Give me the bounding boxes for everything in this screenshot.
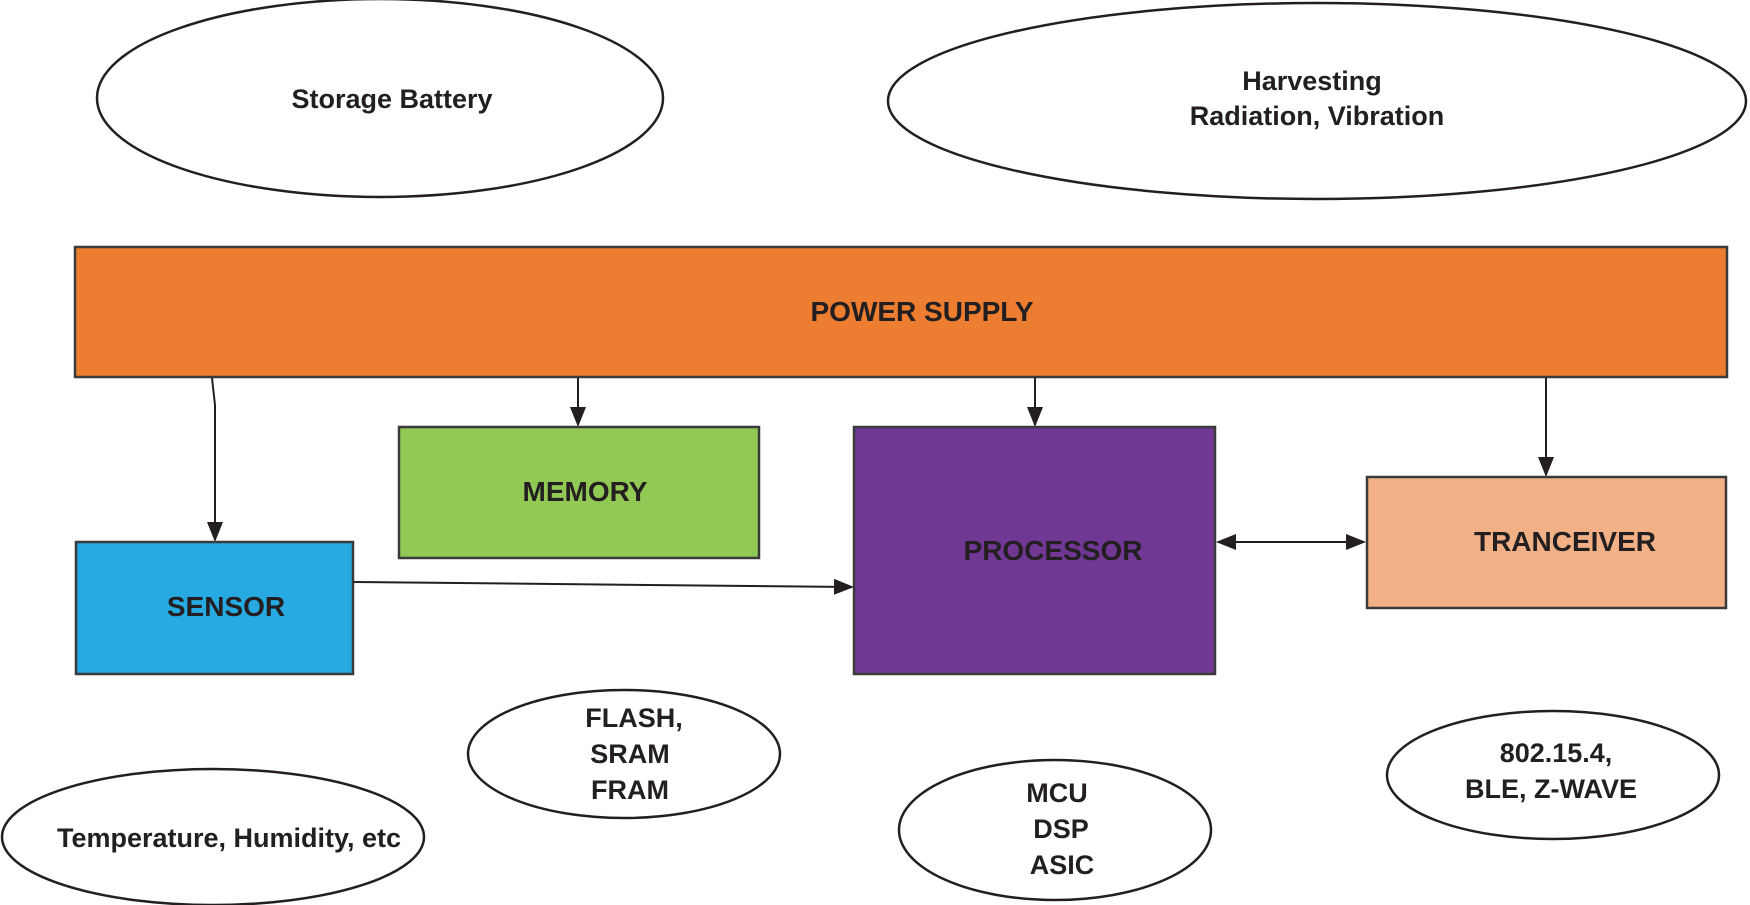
storage-battery-label: Storage Battery	[291, 84, 492, 114]
power-supply-label: POWER SUPPLY	[810, 296, 1033, 327]
transceiver-label: TRANCEIVER	[1474, 526, 1656, 557]
processor-types-ellipse: MCU DSP ASIC	[897, 758, 1213, 902]
radio-standard-802154: 802.15.4,	[1500, 738, 1613, 768]
processor-type-mcu: MCU	[1026, 778, 1088, 808]
radio-standards-ellipse: 802.15.4, BLE, Z-WAVE	[1385, 709, 1721, 841]
sensor-label: SENSOR	[167, 591, 285, 622]
memory-type-fram: FRAM	[591, 775, 669, 805]
harvesting-ellipse: Harvesting Radiation, Vibration	[886, 1, 1748, 201]
processor-type-asic: ASIC	[1030, 850, 1095, 880]
memory-label: MEMORY	[523, 476, 648, 507]
memory-type-flash: FLASH,	[585, 703, 683, 733]
power-to-sensor-arrow	[207, 377, 223, 542]
memory-type-sram: SRAM	[590, 739, 670, 769]
processor-block: PROCESSOR	[852, 425, 1217, 676]
memory-block: MEMORY	[397, 425, 761, 560]
sensor-types-label: Temperature, Humidity, etc	[57, 823, 401, 853]
harvesting-label-line2: Radiation, Vibration	[1190, 101, 1445, 131]
sensor-block: SENSOR	[74, 540, 355, 676]
sensor-to-processor-arrow	[353, 578, 854, 595]
harvesting-label-line1: Harvesting	[1242, 66, 1382, 96]
processor-type-dsp: DSP	[1033, 814, 1089, 844]
radio-standard-ble-zwave: BLE, Z-WAVE	[1465, 774, 1637, 804]
sensor-types-ellipse: Temperature, Humidity, etc	[0, 767, 426, 905]
transceiver-block: TRANCEIVER	[1365, 475, 1728, 610]
storage-battery-ellipse: Storage Battery	[95, 0, 665, 199]
memory-types-ellipse: FLASH, SRAM FRAM	[466, 688, 782, 820]
power-supply-block: POWER SUPPLY	[73, 245, 1729, 379]
processor-label: PROCESSOR	[964, 535, 1143, 566]
